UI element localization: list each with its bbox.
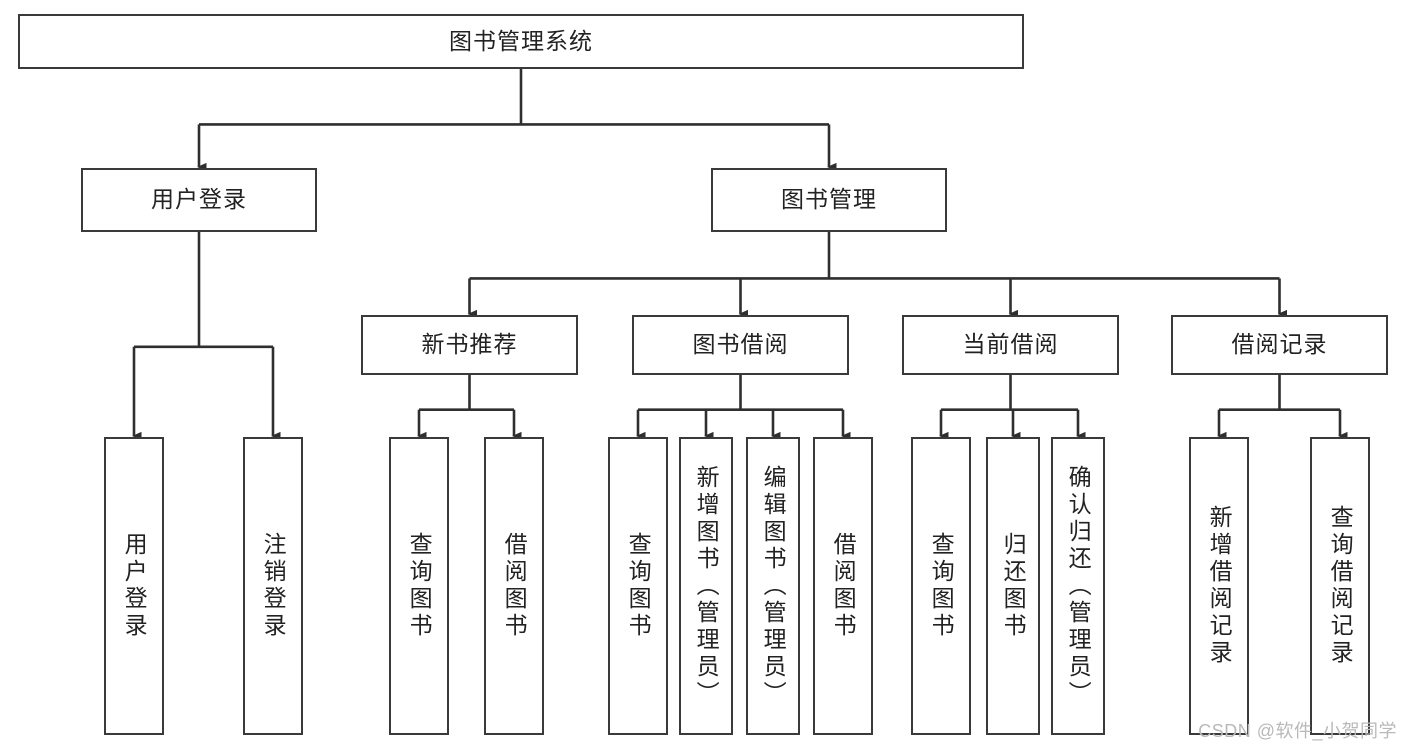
node-new-book-recommend[interactable]: 新书推荐 <box>361 315 578 375</box>
node-label: 查询图书 <box>928 532 955 640</box>
node-current-borrow[interactable]: 当前借阅 <box>902 315 1119 375</box>
node-label: 借阅图书 <box>830 532 857 640</box>
node-label: 新增图书（管理员） <box>693 464 720 708</box>
node-leaf-confirm-return-admin[interactable]: 确认归还（管理员） <box>1051 437 1105 735</box>
node-leaf-query-borrow-record[interactable]: 查询借阅记录 <box>1310 437 1370 735</box>
node-borrow-record[interactable]: 借阅记录 <box>1171 315 1388 375</box>
node-leaf-borrow-query-book[interactable]: 查询图书 <box>608 437 668 735</box>
node-leaf-return-book[interactable]: 归还图书 <box>986 437 1040 735</box>
node-label: 图书借阅 <box>692 331 789 358</box>
node-label: 图书管理 <box>781 186 877 213</box>
node-label: 用户登录 <box>151 186 247 213</box>
node-leaf-edit-book-admin[interactable]: 编辑图书（管理员） <box>746 437 800 735</box>
node-label: 确认归还（管理员） <box>1065 464 1092 708</box>
node-label: 新增借阅记录 <box>1206 505 1233 667</box>
node-leaf-add-book-admin[interactable]: 新增图书（管理员） <box>679 437 733 735</box>
node-label: 图书管理系统 <box>449 27 593 54</box>
node-leaf-add-borrow-record[interactable]: 新增借阅记录 <box>1189 437 1249 735</box>
node-leaf-current-query-book[interactable]: 查询图书 <box>911 437 971 735</box>
node-label: 用户登录 <box>121 532 148 640</box>
node-leaf-user-login[interactable]: 用户登录 <box>104 437 164 735</box>
node-label: 新书推荐 <box>421 331 518 358</box>
node-label: 编辑图书（管理员） <box>760 464 787 708</box>
node-leaf-user-logout[interactable]: 注销登录 <box>243 437 303 735</box>
node-label: 查询图书 <box>406 532 433 640</box>
node-root[interactable]: 图书管理系统 <box>18 14 1024 69</box>
node-book-borrow[interactable]: 图书借阅 <box>632 315 849 375</box>
node-user-login[interactable]: 用户登录 <box>81 168 317 232</box>
node-leaf-recommend-query-book[interactable]: 查询图书 <box>389 437 449 735</box>
node-book-manage[interactable]: 图书管理 <box>711 168 947 232</box>
node-label: 注销登录 <box>260 532 287 640</box>
node-label: 归还图书 <box>1000 532 1027 640</box>
node-label: 借阅图书 <box>501 532 528 640</box>
node-label: 借阅记录 <box>1231 331 1328 358</box>
watermark: CSDN @软件_小贺同学 <box>1198 721 1397 741</box>
node-leaf-recommend-borrow-book[interactable]: 借阅图书 <box>484 437 544 735</box>
node-leaf-borrow-book[interactable]: 借阅图书 <box>813 437 873 735</box>
node-label: 查询图书 <box>625 532 652 640</box>
node-label: 查询借阅记录 <box>1327 505 1354 667</box>
node-label: 当前借阅 <box>962 331 1059 358</box>
